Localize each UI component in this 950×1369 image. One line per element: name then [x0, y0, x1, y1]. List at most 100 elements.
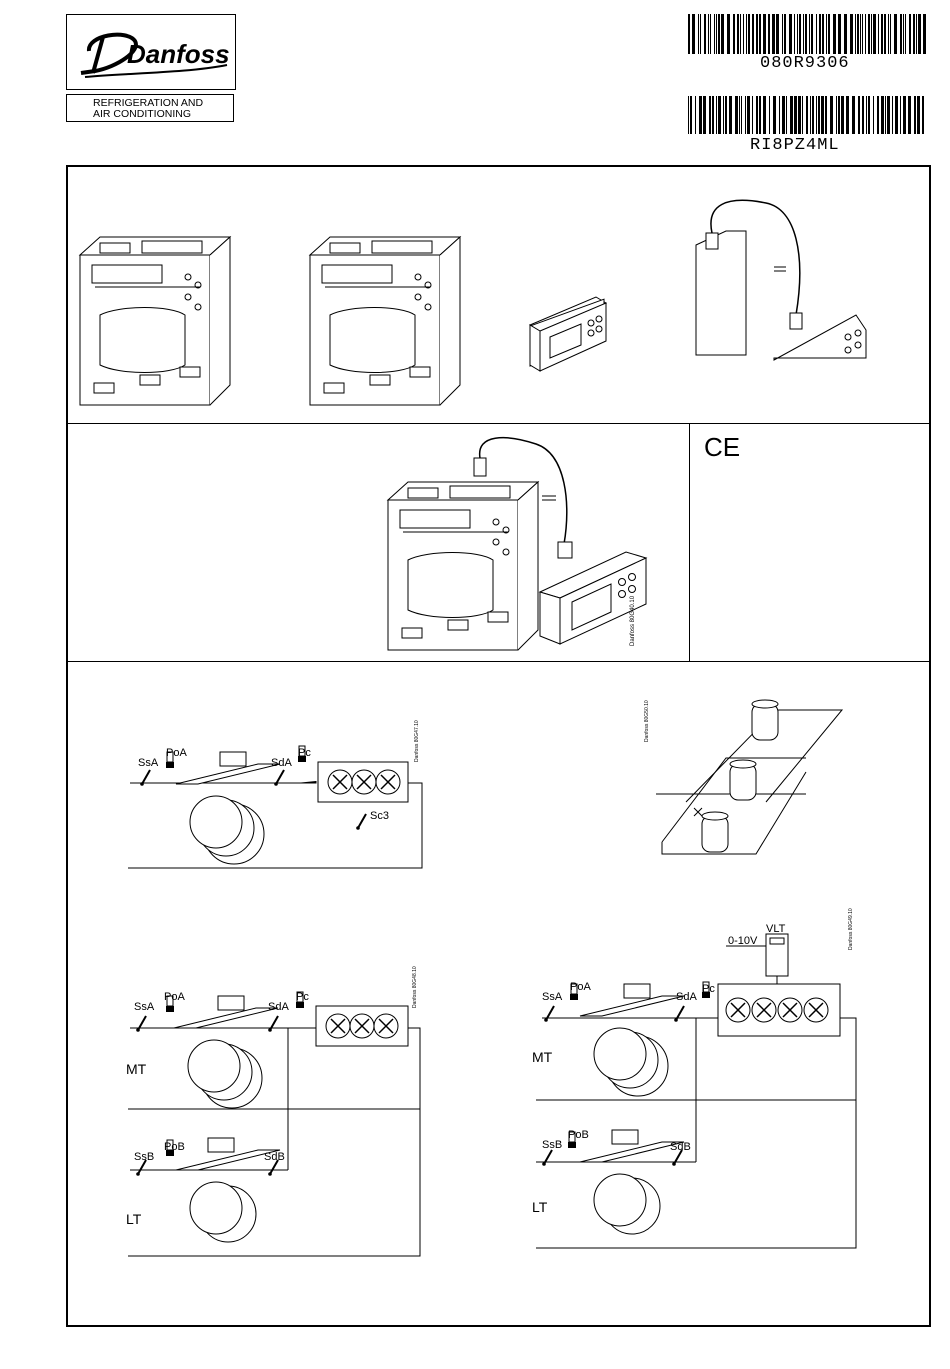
- label-ssb: SsB: [542, 1139, 562, 1151]
- scroll-compressor-icon: [730, 760, 756, 800]
- barcode-bar: [825, 96, 827, 134]
- label-ssa: SsA: [542, 991, 563, 1003]
- barcode-bar: [838, 14, 841, 54]
- barcode-bar: [712, 96, 714, 134]
- diagram-mt-lt-vlt: SsA PoA SdA Pc VLT 0-10V MT SsB PoB SdB …: [532, 908, 856, 1248]
- barcode-bar: [700, 14, 701, 54]
- barcode-bar: [798, 96, 801, 134]
- barcode-bar: [888, 14, 889, 54]
- barcode-bar: [698, 14, 699, 54]
- barcode-2: RI8PZ4ML: [688, 96, 928, 141]
- barcode-bar: [892, 96, 893, 134]
- compressor-group-icon: [580, 984, 684, 1096]
- barcode-bar: [887, 96, 890, 134]
- barcode-bar: [782, 96, 785, 134]
- barcode-bar: [741, 96, 742, 134]
- barcode-bar: [782, 14, 783, 54]
- barcode-bar: [918, 14, 921, 54]
- barcode-bar: [794, 96, 797, 134]
- barcode-bar: [805, 14, 807, 54]
- barcode-bar: [748, 14, 750, 54]
- barcode-bar: [756, 96, 758, 134]
- barcode-bar: [868, 96, 870, 134]
- drawing-code-1: Danfoss 80G47.10: [414, 720, 420, 762]
- barcode-bar: [810, 96, 811, 134]
- barcode-bar: [752, 96, 753, 134]
- cable-connection-illustration: [696, 200, 866, 360]
- barcode-bar: [873, 96, 874, 134]
- barcode-bar: [799, 14, 801, 54]
- barcode-bar: [881, 14, 883, 54]
- barcode-bar: [716, 96, 717, 134]
- barcode-bar: [900, 14, 902, 54]
- barcode-bar: [862, 96, 864, 134]
- barcode-bar: [841, 96, 844, 134]
- division-label: REFRIGERATION AND AIR CONDITIONING: [66, 94, 234, 122]
- barcode-bar: [900, 96, 901, 134]
- barcode-bar: [776, 14, 779, 54]
- barcode-bar: [699, 96, 702, 134]
- barcode-bar: [769, 96, 770, 134]
- barcode-bar: [692, 14, 695, 54]
- barcode-bar: [759, 14, 761, 54]
- label-sda: SdA: [271, 757, 292, 769]
- divider-vertical: [689, 423, 690, 661]
- barcode-bar: [868, 14, 870, 54]
- barcode-bar: [763, 96, 766, 134]
- controller-illustration-1: [80, 237, 230, 405]
- barcode-bar: [816, 14, 817, 54]
- label-pc: Pc: [702, 983, 715, 995]
- barcode-bar: [772, 14, 775, 54]
- label-ssb: SsB: [134, 1151, 154, 1163]
- barcode-bar: [723, 96, 724, 134]
- barcode-bar: [740, 14, 741, 54]
- barcode-1: 080R9306: [688, 14, 928, 61]
- barcode-bar: [743, 14, 744, 54]
- compressor-group-icon: [580, 1130, 684, 1234]
- compressor-group-icon: [176, 752, 280, 864]
- drawing-code-2: Danfoss 80G50.10: [644, 700, 650, 742]
- barcode-bar: [703, 96, 706, 134]
- wiring-controller: [388, 482, 538, 650]
- barcode-bar: [784, 14, 786, 54]
- label-poa: PoA: [164, 991, 185, 1003]
- barcode-bar: [908, 96, 911, 134]
- barcode-bar: [860, 14, 861, 54]
- barcode-bar: [733, 14, 735, 54]
- label-mt: MT: [532, 1049, 553, 1065]
- drawing-code-3: Danfoss 80G48.10: [412, 966, 418, 1008]
- barcode-bar: [790, 96, 793, 134]
- barcode-bar: [768, 14, 770, 54]
- barcode-bar: [812, 96, 814, 134]
- barcode-bar: [718, 96, 721, 134]
- diagram-mt-lt-single-condenser: SsA PoA SdA Pc MT SsB PoB SdB LT Danfoss…: [126, 966, 420, 1256]
- label-mt: MT: [126, 1061, 147, 1077]
- barcode-bar: [737, 14, 739, 54]
- label-voltage: 0-10V: [728, 935, 758, 947]
- barcode-bar: [688, 96, 689, 134]
- barcode-bar: [746, 14, 747, 54]
- barcode-bar: [881, 96, 884, 134]
- barcode-2-text: RI8PZ4ML: [750, 136, 840, 155]
- barcode-bar: [838, 96, 840, 134]
- label-pob: PoB: [164, 1141, 185, 1153]
- barcode-bar: [721, 14, 724, 54]
- barcode-bar: [826, 14, 827, 54]
- scroll-compressor-icon: [752, 700, 778, 740]
- barcode-bar: [695, 96, 696, 134]
- diagram-single-suction: SsA PoA SdA Pc Sc3 Danfoss 80G47.10: [128, 720, 422, 868]
- products-row: [66, 165, 931, 423]
- barcode-bar: [786, 96, 787, 134]
- barcode-bar: [727, 14, 730, 54]
- barcode-bar: [704, 14, 706, 54]
- barcode-bar: [846, 96, 849, 134]
- barcode-bar: [819, 14, 821, 54]
- label-pob: PoB: [568, 1129, 589, 1141]
- label-lt: LT: [532, 1199, 548, 1215]
- label-sc3: Sc3: [370, 810, 389, 822]
- barcode-bar: [895, 96, 898, 134]
- ce-mark: CE: [704, 432, 740, 463]
- barcode-bar: [830, 96, 833, 134]
- barcode-bar: [903, 96, 906, 134]
- barcode-bar: [821, 96, 824, 134]
